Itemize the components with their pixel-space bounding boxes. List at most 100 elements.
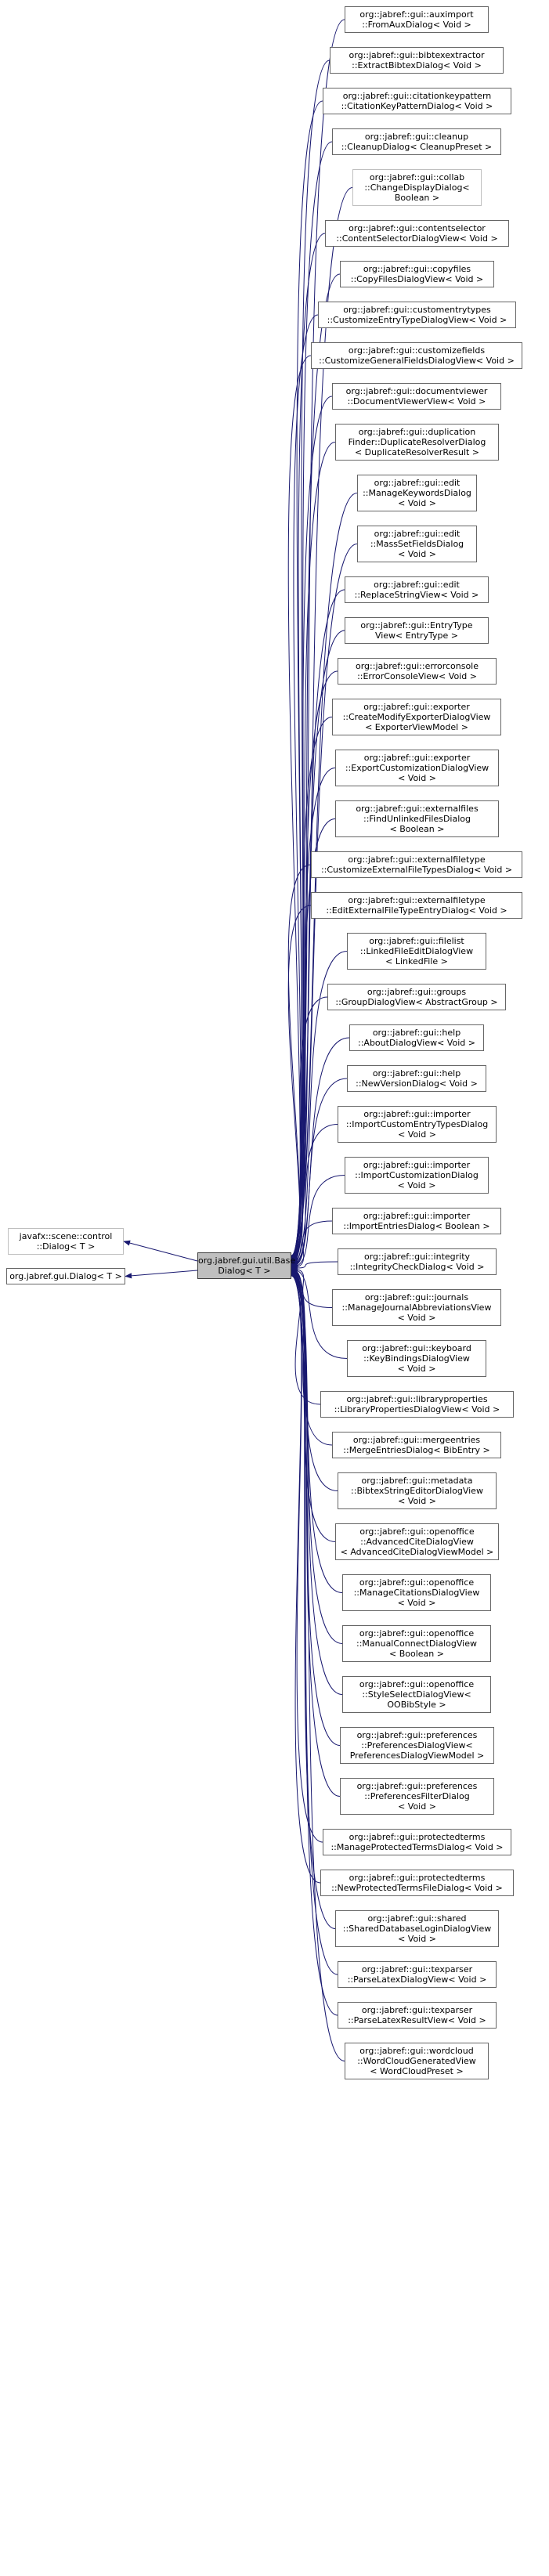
node-label-line: org::jabref::gui::openoffice (359, 1577, 475, 1588)
child-node[interactable]: org::jabref::gui::externalfiles::FindUnl… (335, 800, 499, 837)
child-node[interactable]: org::jabref::gui::edit::ManageKeywordsDi… (357, 475, 477, 511)
node-label-line: org::jabref::gui::bibtexextractor (349, 50, 485, 60)
node-label-line: javafx::scene::control (19, 1231, 113, 1241)
node-label-line: ::ManualConnectDialogView (356, 1638, 477, 1649)
child-node[interactable]: org::jabref::gui::keyboard::KeyBindingsD… (347, 1340, 486, 1377)
node-label-line: ::CreateModifyExporterDialogView (342, 712, 491, 722)
node-label-line: OOBibStyle > (387, 1700, 446, 1710)
inheritance-edge-parent (125, 1270, 198, 1279)
node-label-line: org::jabref::gui::openoffice (359, 1628, 475, 1638)
node-label-line: org.jabref.gui.util.Base (198, 1255, 296, 1266)
node-label-line: ::BibtexStringEditorDialogView (351, 1486, 483, 1496)
child-node[interactable]: org::jabref::gui::importer::ImportCustom… (338, 1106, 497, 1143)
child-node[interactable]: org::jabref::gui::openoffice::AdvancedCi… (335, 1523, 499, 1560)
child-node[interactable]: org::jabref::gui::citationkeypattern::Ci… (323, 88, 511, 114)
child-node[interactable]: org::jabref::gui::importer::ImportCustom… (345, 1157, 489, 1194)
node-label-line: org::jabref::gui::importer (363, 1211, 471, 1221)
node-label-line: ::IntegrityCheckDialog< Void > (349, 1262, 485, 1272)
node-label-line: ::DocumentViewerView< Void > (347, 396, 486, 406)
child-node[interactable]: org::jabref::gui::shared::SharedDatabase… (335, 1910, 499, 1947)
node-label-line: org::jabref::gui::texparser (361, 2005, 473, 2015)
node-label-line: ::Dialog< T > (36, 1241, 96, 1252)
child-node[interactable]: org::jabref::gui::preferences::Preferenc… (340, 1778, 494, 1815)
child-node[interactable]: org::jabref::gui::metadata::BibtexString… (338, 1472, 497, 1509)
inheritance-edge-child (291, 1267, 338, 1491)
child-node[interactable]: org::jabref::gui::integrity::IntegrityCh… (338, 1248, 497, 1275)
child-node[interactable]: org::jabref::gui::wordcloud::WordCloudGe… (345, 2043, 489, 2079)
child-node[interactable]: org::jabref::gui::openoffice::StyleSelec… (342, 1676, 491, 1713)
node-label-line: ::AboutDialogView< Void > (358, 1038, 475, 1048)
child-node[interactable]: org::jabref::gui::texparser::ParseLatexR… (338, 2002, 497, 2029)
node-label-line: ::PreferencesFilterDialog (364, 1791, 470, 1801)
node-label-line: ::ParseLatexResultView< Void > (348, 2015, 486, 2025)
child-node[interactable]: org::jabref::gui::libraryproperties::Lib… (320, 1391, 514, 1418)
node-label-line: org::jabref::gui::customizefields (348, 345, 486, 356)
node-label-line: ::ManageCitationsDialogView (353, 1588, 480, 1598)
node-label-line: org::jabref::gui::externalfiletype (348, 895, 486, 905)
node-label-line: org::jabref::gui::metadata (361, 1476, 473, 1486)
inheritance-edge-child (287, 905, 312, 1268)
child-node[interactable]: org::jabref::gui::customizefields::Custo… (311, 342, 522, 369)
node-label-line: < Void > (398, 549, 436, 559)
child-node[interactable]: org::jabref::gui::protectedterms::NewPro… (320, 1870, 514, 1896)
child-node[interactable]: org::jabref::gui::exporter::ExportCustom… (335, 750, 499, 786)
inheritance-edge-child (291, 1261, 338, 1271)
child-node[interactable]: org::jabref::gui::customentrytypes::Cust… (318, 302, 516, 328)
node-label-line: org::jabref::gui::filelist (369, 936, 464, 946)
child-node[interactable]: org::jabref::gui::groups::GroupDialogVie… (327, 984, 506, 1010)
inheritance-edge-child (291, 1266, 333, 1446)
node-label-line: < Void > (398, 773, 436, 783)
node-label-line: ::StyleSelectDialogView< (362, 1689, 471, 1700)
node-label-line: org::jabref::gui::preferences (356, 1781, 478, 1791)
child-node[interactable]: org::jabref::gui::importer::ImportEntrie… (332, 1208, 501, 1234)
node-label-line: ::ManageProtectedTermsDialog< Void > (330, 1842, 504, 1852)
node-label-line: ::PreferencesDialogView< (361, 1740, 473, 1750)
child-node[interactable]: org::jabref::gui::copyfiles::CopyFilesDi… (340, 261, 494, 287)
child-node[interactable]: org::jabref::gui::documentviewer::Docume… (332, 383, 501, 410)
child-node[interactable]: org::jabref::gui::texparser::ParseLatexD… (338, 1961, 497, 1988)
child-node: org::jabref::gui::collab::ChangeDisplayD… (352, 169, 482, 206)
child-node[interactable]: org::jabref::gui::errorconsole::ErrorCon… (338, 658, 497, 685)
child-node[interactable]: org::jabref::gui::mergeentries::MergeEnt… (332, 1432, 501, 1458)
child-node[interactable]: org::jabref::gui::edit::MassSetFieldsDia… (357, 526, 477, 562)
node-label-line: org::jabref::gui::externalfiles (356, 804, 479, 814)
inheritance-edge-child (291, 1175, 345, 1270)
inheritance-edge-child (291, 1124, 338, 1270)
node-label-line: org::jabref::gui::copyfiles (363, 264, 471, 274)
child-node[interactable]: org::jabref::gui::cleanup::CleanupDialog… (332, 128, 501, 155)
node-label-line: org::jabref::gui::edit (374, 580, 460, 590)
child-node[interactable]: org::jabref::gui::protectedterms::Manage… (323, 1829, 511, 1855)
inheritance-edge-parent (123, 1240, 198, 1262)
child-node[interactable]: org::jabref::gui::bibtexextractor::Extra… (330, 47, 504, 74)
inheritance-edge-child (291, 996, 328, 1269)
node-label-line: org::jabref::gui::edit (374, 478, 461, 488)
node-label-line: org::jabref::gui::help (372, 1028, 461, 1038)
child-node[interactable]: org::jabref::gui::auximport::FromAuxDial… (345, 6, 489, 33)
child-node[interactable]: org::jabref::gui::openoffice::ManageCita… (342, 1574, 491, 1611)
parent-node-jabref-gui-dialog[interactable]: org.jabref.gui.Dialog< T > (6, 1268, 125, 1284)
node-label-line: org::jabref::gui::wordcloud (359, 2046, 474, 2056)
child-node[interactable]: org::jabref::gui::externalfiletype::Cust… (311, 851, 522, 878)
node-label-line: ::EditExternalFileTypeEntryDialog< Void … (326, 905, 507, 916)
node-label-line: ::FromAuxDialog< Void > (362, 20, 471, 30)
node-label-line: ::ErrorConsoleView< Void > (357, 671, 477, 681)
child-node[interactable]: org::jabref::gui::filelist::LinkedFileEd… (347, 933, 486, 970)
node-label-line: org::jabref::gui::keyboard (362, 1343, 471, 1353)
child-node[interactable]: org::jabref::gui::journals::ManageJourna… (332, 1289, 501, 1326)
child-node[interactable]: org::jabref::gui::help::NewVersionDialog… (347, 1065, 486, 1092)
child-node[interactable]: org::jabref::gui::openoffice::ManualConn… (342, 1625, 491, 1662)
node-label-line: < Void > (397, 1313, 436, 1323)
node-label-line: org::jabref::gui::openoffice (359, 1679, 475, 1689)
child-node[interactable]: org::jabref::gui::exporter::CreateModify… (332, 699, 501, 735)
child-node[interactable]: org::jabref::gui::edit::ReplaceStringVie… (345, 576, 489, 603)
node-label-line: ::CitationKeyPatternDialog< Void > (341, 101, 493, 111)
node-label-line: org::jabref::gui::externalfiletype (348, 854, 486, 865)
child-node[interactable]: org::jabref::gui::contentselector::Conte… (325, 220, 509, 247)
child-node[interactable]: org::jabref::gui::preferences::Preferenc… (340, 1727, 494, 1764)
child-node[interactable]: org::jabref::gui::help::AboutDialogView<… (349, 1024, 484, 1051)
node-label-line: ::CleanupDialog< CleanupPreset > (341, 142, 493, 152)
child-node[interactable]: org::jabref::gui::externalfiletype::Edit… (311, 892, 522, 919)
